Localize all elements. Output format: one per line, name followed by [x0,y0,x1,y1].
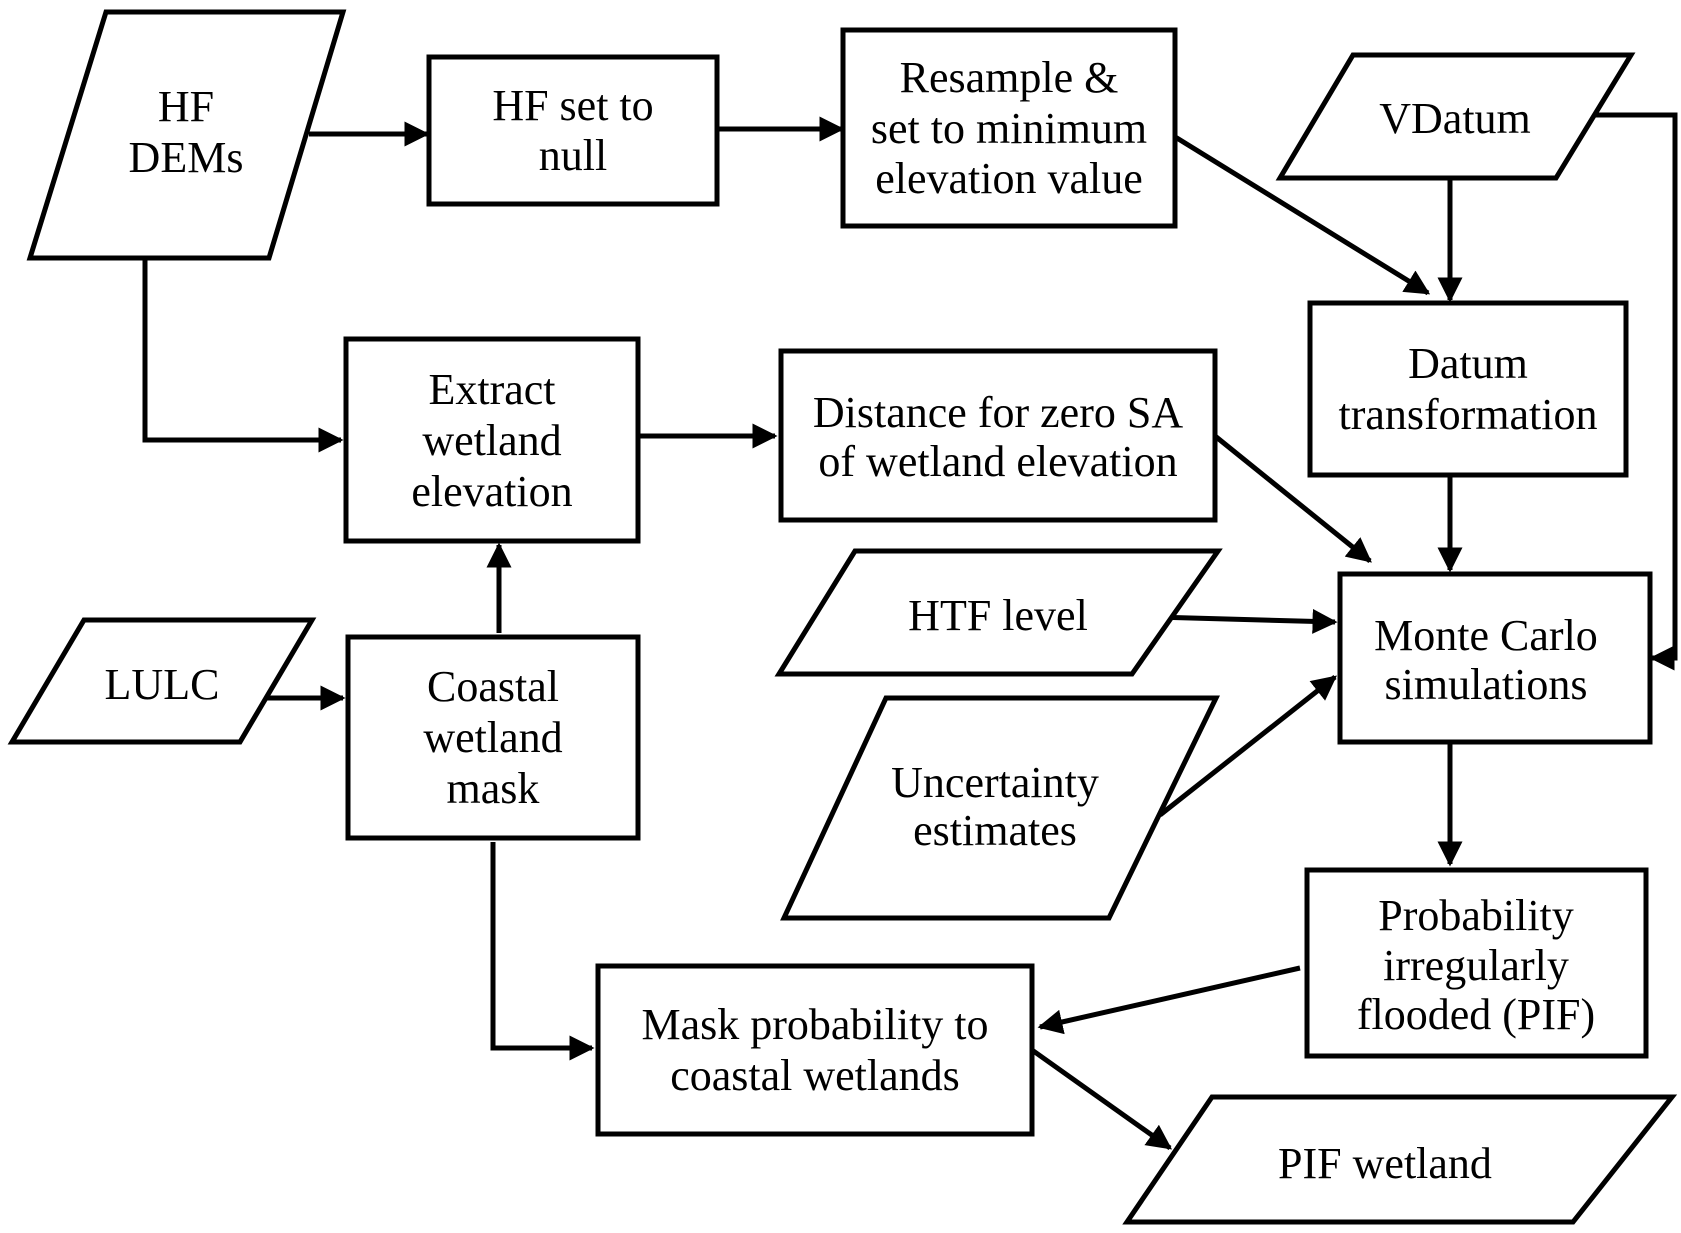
node-coastal-mask: Coastal wetland mask [345,634,641,841]
edge-htf-level-to-monte-carlo [1154,608,1338,634]
node-lulc-line-1: LULC [105,660,220,709]
node-lulc: LULC [7,617,317,745]
node-uncertainty: Uncertainty estimates [780,695,1220,921]
node-coastal-mask-line-3: mask [447,764,540,813]
edge-resample-to-datum-transformation [1170,132,1431,296]
edge-hf-dems-to-extract-wetland [142,258,344,453]
edge-coastal-mask-to-mask-probability [490,842,595,1061]
node-uncertainty-line-1: Uncertainty [891,758,1099,807]
node-datum-transformation-line-2: transformation [1338,390,1597,439]
nodes-layer: HF DEMs HF set to null Resample & set to… [7,9,1678,1225]
node-monte-carlo-line-2: simulations [1385,660,1588,709]
node-hf-set-null-line-2: null [539,131,607,180]
node-distance-zero-sa-line-2: of wetland elevation [818,437,1177,486]
edge-vdatum-to-monte-carlo [1595,112,1678,671]
node-distance-zero-sa: Distance for zero SA of wetland elevatio… [778,348,1218,523]
edge-pif-to-mask-probability [1037,965,1301,1035]
node-pif: Probability irregularly flooded (PIF) [1304,867,1649,1059]
edges-layer [142,112,1678,1151]
node-datum-transformation: Datum transformation [1307,300,1629,478]
node-pif-line-2: irregularly [1383,941,1569,990]
node-uncertainty-line-2: estimates [913,806,1077,855]
node-extract-wetland: Extract wetland elevation [343,336,641,544]
node-resample-line-3: elevation value [875,154,1143,203]
node-hf-set-null: HF set to null [426,54,720,207]
node-pif-line-1: Probability [1378,891,1574,940]
node-datum-transformation-line-1: Datum [1408,339,1528,388]
node-resample-line-1: Resample & [900,53,1119,102]
node-resample-line-2: set to minimum [871,104,1147,153]
node-pif-wetland-line-1: PIF wetland [1278,1139,1492,1188]
node-mask-probability-line-1: Mask probability to [641,1000,988,1049]
edge-distance-zero-sa-to-monte-carlo [1213,434,1372,563]
edge-uncertainty-to-monte-carlo [1158,675,1337,817]
node-htf-level-line-1: HTF level [908,591,1088,640]
node-resample: Resample & set to minimum elevation valu… [840,27,1178,229]
node-mask-probability: Mask probability to coastal wetlands [595,963,1035,1137]
node-hf-dems-line-2: DEMs [129,133,244,182]
node-extract-wetland-line-2: wetland [422,416,561,465]
node-pif-line-3: flooded (PIF) [1357,990,1595,1039]
node-coastal-mask-line-2: wetland [423,713,562,762]
node-mask-probability-line-2: coastal wetlands [670,1051,960,1100]
node-hf-set-null-line-1: HF set to [492,81,653,130]
edge-mask-probability-to-pif-wetland [1030,1047,1173,1151]
node-extract-wetland-line-3: elevation [411,467,572,516]
node-monte-carlo-line-1: Monte Carlo [1374,611,1598,660]
node-monte-carlo: Monte Carlo simulations [1337,571,1653,745]
node-hf-dems-line-1: HF [158,82,214,131]
node-vdatum-line-1: VDatum [1379,94,1531,143]
node-coastal-mask-line-1: Coastal [427,662,559,711]
node-vdatum: VDatum [1275,52,1636,181]
node-htf-level: HTF level [774,548,1223,677]
node-distance-zero-sa-line-1: Distance for zero SA [813,388,1183,437]
node-hf-dems: HF DEMs [26,9,347,261]
node-pif-wetland: PIF wetland [1122,1094,1678,1225]
node-extract-wetland-line-1: Extract [428,365,555,414]
